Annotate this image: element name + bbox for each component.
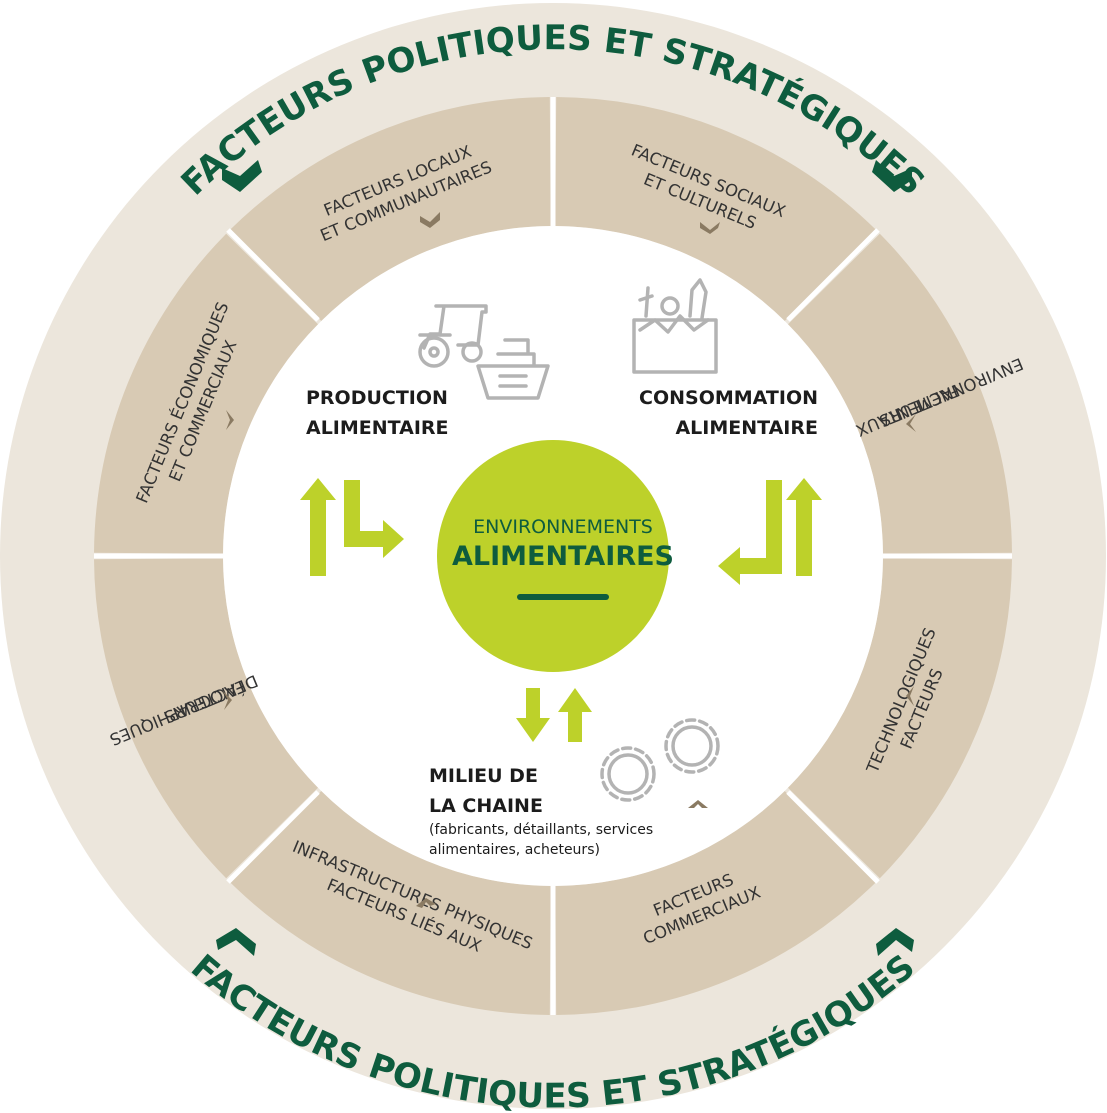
center-title-line1: ENVIRONNEMENTS [473,516,653,538]
production-label-line2: ALIMENTAIRE [306,417,449,439]
chevron-down-icon [420,212,440,228]
milieu-label-line2: LA CHAINE [429,795,543,817]
ring-segment [787,233,1012,554]
arrow-up-icon [558,688,592,742]
chevron-up-icon [216,928,256,956]
chevron-right-icon [226,410,234,430]
ring-segment [230,790,551,1015]
chevron-down-icon [700,222,720,234]
chevron-down-icon [872,160,912,192]
center-underline [517,594,609,600]
chevron-up-icon [876,928,914,956]
ring-segment [94,233,319,554]
segment-chevrons [222,212,916,908]
outer-chevrons [216,160,914,956]
tractor-icon [418,304,488,368]
segment-ring [94,97,1012,1015]
consommation-label-line2: ALIMENTAIRE [675,417,818,439]
segment-divider [786,790,880,884]
ring-segment [230,97,551,322]
consommation-arrows [718,478,822,585]
segment-divider [786,228,880,322]
ship-icon [476,338,550,400]
arrow-down-icon [516,688,550,742]
consommation-label-line1: CONSOMMATION [639,387,818,409]
gear-icon [600,718,720,802]
milieu-note-line2: alimentaires, acheteurs) [429,842,600,858]
arrow-right-icon [344,480,404,558]
ring-segment [555,790,876,1015]
chevron-right-icon [222,690,232,710]
chevron-up-icon [416,898,436,908]
milieu-arrows [516,688,592,742]
arrow-left-icon [718,480,782,585]
production-arrows [300,478,404,576]
segment-divider [226,228,320,322]
arrow-up-icon [786,478,822,576]
production-label-line1: PRODUCTION [306,387,448,409]
chevron-left-icon [906,686,914,706]
center-title-line2: ALIMENTAIRES [452,541,674,572]
arrow-up-icon [300,478,336,576]
grocery-bag-icon [632,278,718,374]
chevron-down-icon [222,160,262,192]
ring-segment [94,558,319,879]
chevron-up-icon [688,800,708,808]
ring-segment [555,97,876,322]
milieu-label-line1: MILIEU DE [429,765,538,787]
center-circle [437,440,669,672]
milieu-note-line1: (fabricants, détaillants, services [429,822,653,838]
ring-segment [787,558,1012,879]
chevron-left-icon [906,414,916,432]
segment-divider [226,790,320,884]
